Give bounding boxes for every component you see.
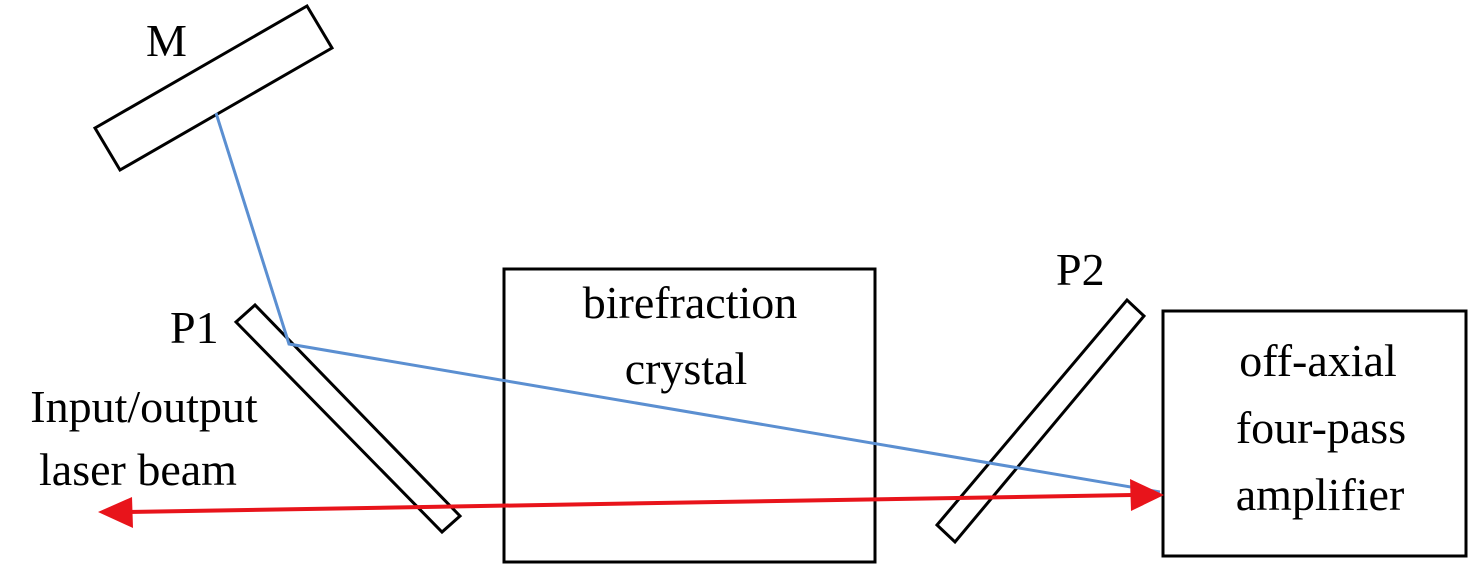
- crystal-label-line2: crystal: [625, 343, 748, 394]
- beam-label-line2: laser beam: [39, 444, 237, 495]
- laser-beam-arrowhead-right: [1130, 479, 1164, 511]
- mirror-label: M: [146, 15, 187, 66]
- reflected-beam-path: [214, 112, 1161, 494]
- amplifier-label-line2: four-pass: [1236, 402, 1406, 453]
- polarizer-p1: [233, 302, 463, 535]
- beam-label-line1: Input/output: [30, 381, 258, 432]
- mirror-m: [92, 3, 335, 173]
- laser-beam-line: [127, 493, 1133, 514]
- crystal-label-line1: birefraction: [583, 277, 798, 328]
- birefraction-crystal-box: [502, 267, 877, 564]
- polarizer-p2-label: P2: [1056, 244, 1105, 295]
- amplifier-label-line1: off-axial: [1239, 335, 1397, 386]
- amplifier-label-line3: amplifier: [1236, 469, 1405, 520]
- polarizer-p2: [934, 297, 1147, 545]
- laser-beam-arrowhead-left: [98, 497, 133, 528]
- amplifier-box: [1161, 309, 1468, 558]
- polarizer-p1-label: P1: [170, 302, 219, 353]
